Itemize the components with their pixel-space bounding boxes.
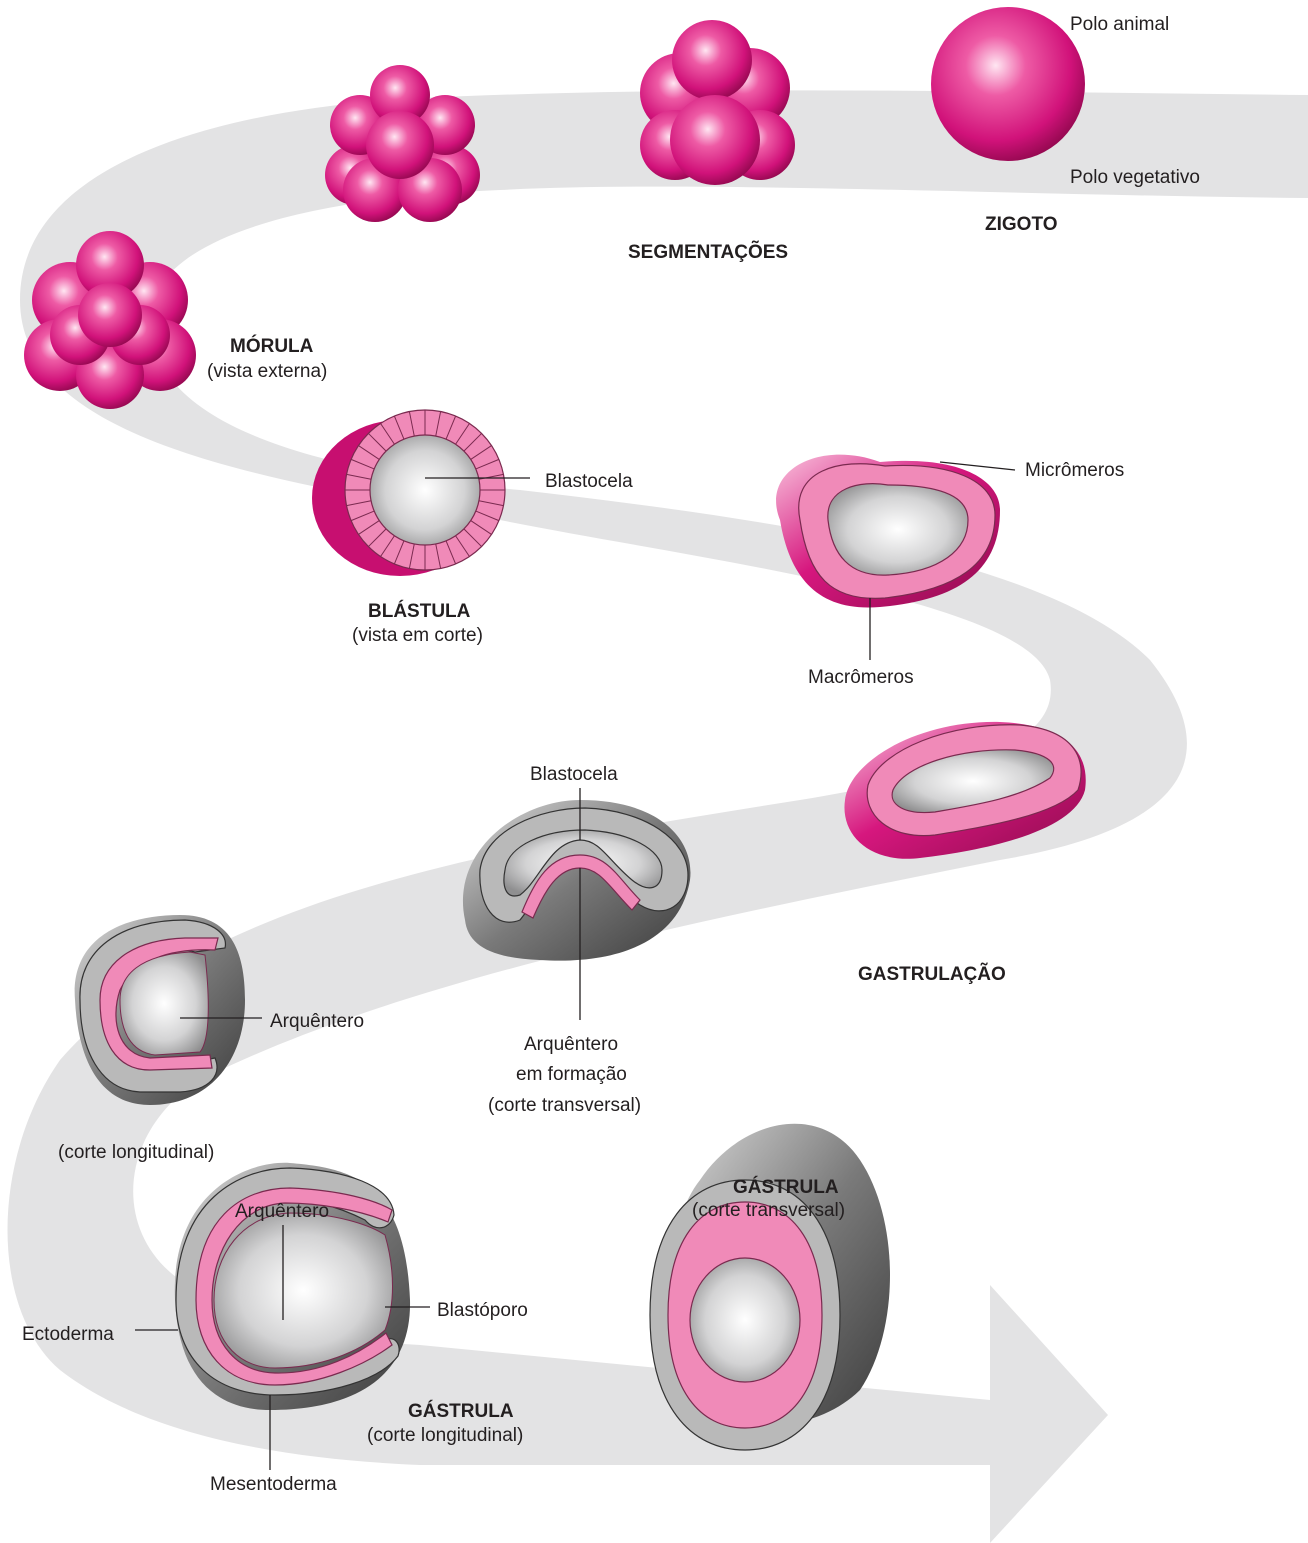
label-arquentero-forming-3: (corte transversal) xyxy=(488,1095,641,1116)
gastrula-longitudinal-small xyxy=(75,915,245,1105)
label-arquentero-large: Arquêntero xyxy=(235,1201,329,1222)
eight-cell-embryo xyxy=(640,20,795,185)
label-polo-vegetativo: Polo vegetativo xyxy=(1070,167,1200,188)
label-blastocela-2: Blastocela xyxy=(530,764,618,785)
label-gastrula-trans-sub: (corte transversal) xyxy=(692,1200,845,1221)
label-blastoporo: Blastóporo xyxy=(437,1300,528,1321)
label-gastrula-long-sub: (corte longitudinal) xyxy=(367,1425,523,1446)
label-gastrula-long: GÁSTRULA xyxy=(408,1400,514,1422)
label-gastrula-trans: GÁSTRULA xyxy=(733,1176,839,1198)
label-ectoderma: Ectoderma xyxy=(22,1324,114,1345)
label-corte-longitudinal: (corte longitudinal) xyxy=(58,1142,214,1163)
label-blastula: BLÁSTULA xyxy=(368,600,471,622)
zygote-sphere xyxy=(931,7,1085,161)
sixteen-cell-embryo xyxy=(325,65,480,222)
label-gastrulacao: GASTRULAÇÃO xyxy=(858,963,1006,985)
label-arquentero-small: Arquêntero xyxy=(270,1011,364,1032)
label-morula: MÓRULA xyxy=(230,335,314,357)
label-blastula-sub: (vista em corte) xyxy=(352,625,483,646)
label-segmentacoes: SEGMENTAÇÕES xyxy=(628,241,788,263)
gastrula-longitudinal-large xyxy=(175,1163,410,1410)
label-arquentero-forming-2: em formação xyxy=(516,1064,627,1085)
label-mesentoderma: Mesentoderma xyxy=(210,1474,337,1495)
blastula xyxy=(312,410,505,576)
label-arquentero-forming-1: Arquêntero xyxy=(524,1034,618,1055)
gastrula-forming xyxy=(463,800,691,961)
label-blastocela: Blastocela xyxy=(545,471,633,492)
label-polo-animal: Polo animal xyxy=(1070,14,1169,35)
label-micromeros: Micrômeros xyxy=(1025,460,1124,481)
label-macromeros: Macrômeros xyxy=(808,667,914,688)
label-morula-sub: (vista externa) xyxy=(207,361,327,382)
label-zigoto: ZIGOTO xyxy=(985,214,1057,235)
